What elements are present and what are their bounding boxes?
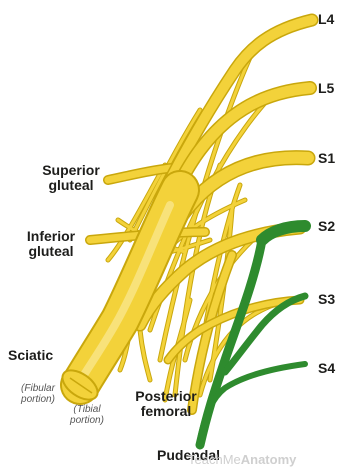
label-fibular-portion: (Fibular portion) — [12, 383, 64, 405]
label-l5: L5 — [318, 81, 334, 96]
label-l4: L4 — [318, 12, 334, 27]
label-superior-gluteal: Superior gluteal — [36, 163, 106, 193]
label-posterior-femoral: Posterior femoral — [127, 389, 205, 419]
label-inferior-gluteal: Inferior gluteal — [16, 229, 86, 259]
label-tibial-portion: (Tibial portion) — [62, 404, 112, 426]
label-s3: S3 — [318, 292, 335, 307]
label-s1: S1 — [318, 151, 335, 166]
label-s4: S4 — [318, 361, 335, 376]
label-sciatic: Sciatic — [8, 348, 53, 363]
label-s2: S2 — [318, 219, 335, 234]
teachmeanatomy-watermark: TeachMeAnatomy — [188, 452, 296, 467]
